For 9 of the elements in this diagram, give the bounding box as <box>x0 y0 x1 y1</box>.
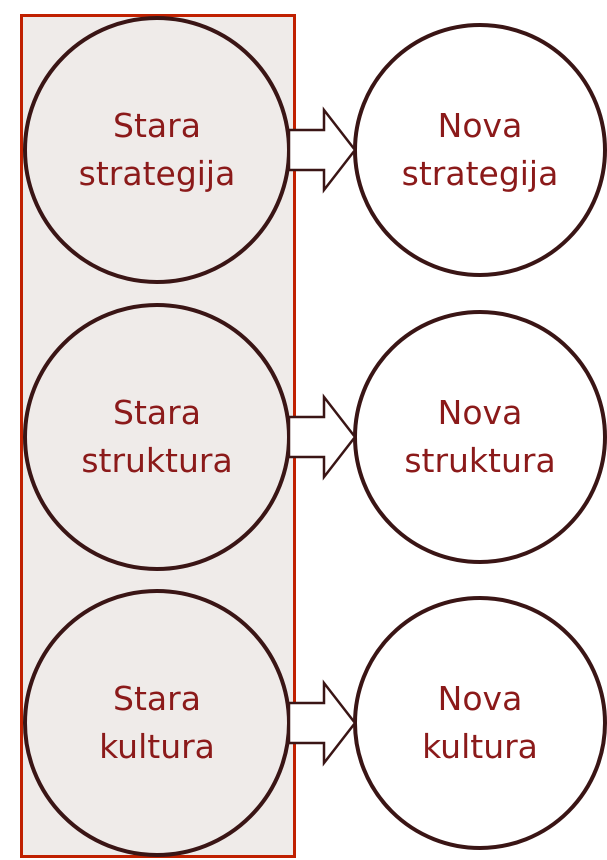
circle-node <box>23 16 291 284</box>
node-label: Stara struktura <box>80 392 234 482</box>
circle-node <box>23 589 291 857</box>
background-panel <box>20 14 296 858</box>
node-label: Stara strategija <box>78 105 236 195</box>
node-label: Nova kultura <box>421 678 539 768</box>
node-label: Nova strategija <box>400 105 560 195</box>
node-label: Nova struktura <box>403 392 557 482</box>
node-label: Stara kultura <box>98 678 216 768</box>
